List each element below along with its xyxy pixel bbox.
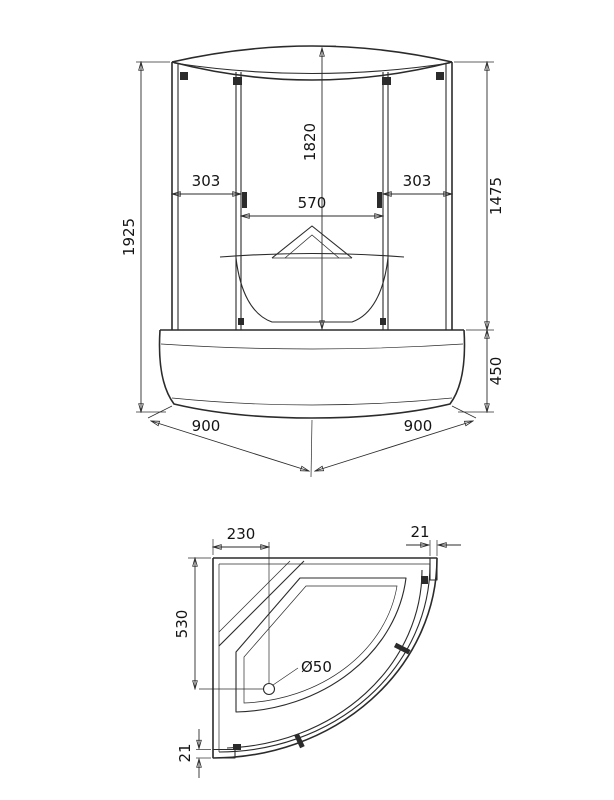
- front-curve-outer: [212, 557, 438, 759]
- seat-step-edge: [218, 560, 291, 633]
- dim-side-depths: 900 900: [147, 405, 477, 478]
- drain: Ø50: [199, 542, 332, 696]
- tray-seam-lower: [171, 397, 453, 406]
- seat-plan: [218, 560, 305, 647]
- dim-label-glass-height: 1475: [487, 177, 505, 215]
- glass-end-bottom-bracket-icon: [233, 744, 241, 750]
- front-curve-rim: [226, 569, 423, 749]
- dim-overall-height: 1925: [120, 62, 170, 412]
- top-rail: [171, 45, 453, 81]
- corner-seat: [271, 225, 353, 259]
- tray-outline-plan: [212, 557, 438, 759]
- top-rail-back-arc: [171, 61, 453, 81]
- seat-outline: [271, 225, 353, 259]
- bowl-inner-contour: [243, 585, 398, 704]
- top-rail-inner-arc: [173, 62, 451, 75]
- bowl-outer-contour: [235, 577, 407, 713]
- seat-front-edge: [218, 560, 305, 647]
- dim-label-overall-height: 1925: [120, 218, 138, 256]
- left-corner-roller-icon: [180, 72, 188, 80]
- dim-drain-offset-y: 530: [173, 558, 211, 689]
- dim-label-drain-diameter: Ø50: [301, 658, 332, 676]
- dim-profile-bottom: 21: [176, 729, 211, 778]
- right-door-roller-icon: [382, 77, 391, 85]
- dim-right-panel: 303: [383, 172, 452, 194]
- dim-inner-height: 1820: [301, 45, 336, 329]
- extension-line: [310, 419, 313, 478]
- top-rail-front-arc: [171, 45, 453, 63]
- plan-view: Ø50 230 21 530: [173, 523, 461, 778]
- dim-label-profile-top: 21: [410, 523, 429, 541]
- curve-handle-icon: [393, 642, 411, 655]
- dimension-line: [315, 421, 473, 471]
- dim-label-profile-bottom: 21: [176, 743, 194, 762]
- glass-end-top-bracket-icon: [421, 576, 428, 584]
- front-curve-glass: [218, 563, 431, 753]
- seat-inner-line: [284, 234, 340, 259]
- drain-leader-line: [272, 667, 299, 686]
- left-door-handle-icon: [242, 192, 247, 208]
- right-door-guide-icon: [380, 318, 386, 325]
- dim-label-inner-height: 1820: [301, 123, 319, 161]
- door-hardware: [180, 72, 444, 325]
- curve-roller-icon: [294, 733, 305, 749]
- glass-end-bottom-left: [212, 748, 236, 759]
- dim-label-tray-height: 450: [487, 357, 505, 386]
- dim-label-side-left: 900: [192, 417, 221, 435]
- dim-drain-offset-x: 230: [213, 525, 269, 555]
- shower-tray-elevation: [158, 329, 466, 419]
- right-corner-roller-icon: [436, 72, 444, 80]
- dim-tray-height: 450: [458, 330, 505, 412]
- right-door-handle-icon: [377, 192, 382, 208]
- tray-seam-upper: [160, 343, 464, 350]
- dim-glass-height: 1475: [454, 62, 505, 330]
- drain-hole: [262, 682, 276, 696]
- left-door-guide-icon: [238, 318, 244, 325]
- dim-profile-top: 21: [406, 523, 461, 556]
- plan-door-hardware: [294, 642, 411, 749]
- dimension-line: [151, 421, 309, 471]
- glass-end-profiles: [212, 557, 438, 759]
- dim-label-right-panel: 303: [403, 172, 432, 190]
- glass-end-top-right: [429, 557, 438, 581]
- bowl-outline: [235, 257, 389, 323]
- dim-door-opening: 570: [241, 194, 383, 216]
- front-view: 1925 1820 303 303 570 1475: [120, 45, 505, 478]
- tray-rim-line: [219, 252, 405, 258]
- dim-label-drain-offset-x: 230: [227, 525, 256, 543]
- left-door-roller-icon: [233, 77, 242, 85]
- dim-label-drain-offset-y: 530: [173, 610, 191, 639]
- tray-apron-outline: [158, 329, 466, 419]
- glass-panels: [235, 72, 389, 330]
- extension-line: [451, 405, 477, 419]
- bowl-plan: [235, 577, 407, 713]
- dim-label-door-opening: 570: [298, 194, 327, 212]
- dim-left-panel: 303: [172, 172, 241, 194]
- tray-bowl-elevation: [219, 252, 405, 323]
- dim-label-side-right: 900: [404, 417, 433, 435]
- extension-line: [147, 405, 173, 419]
- dim-label-left-panel: 303: [192, 172, 221, 190]
